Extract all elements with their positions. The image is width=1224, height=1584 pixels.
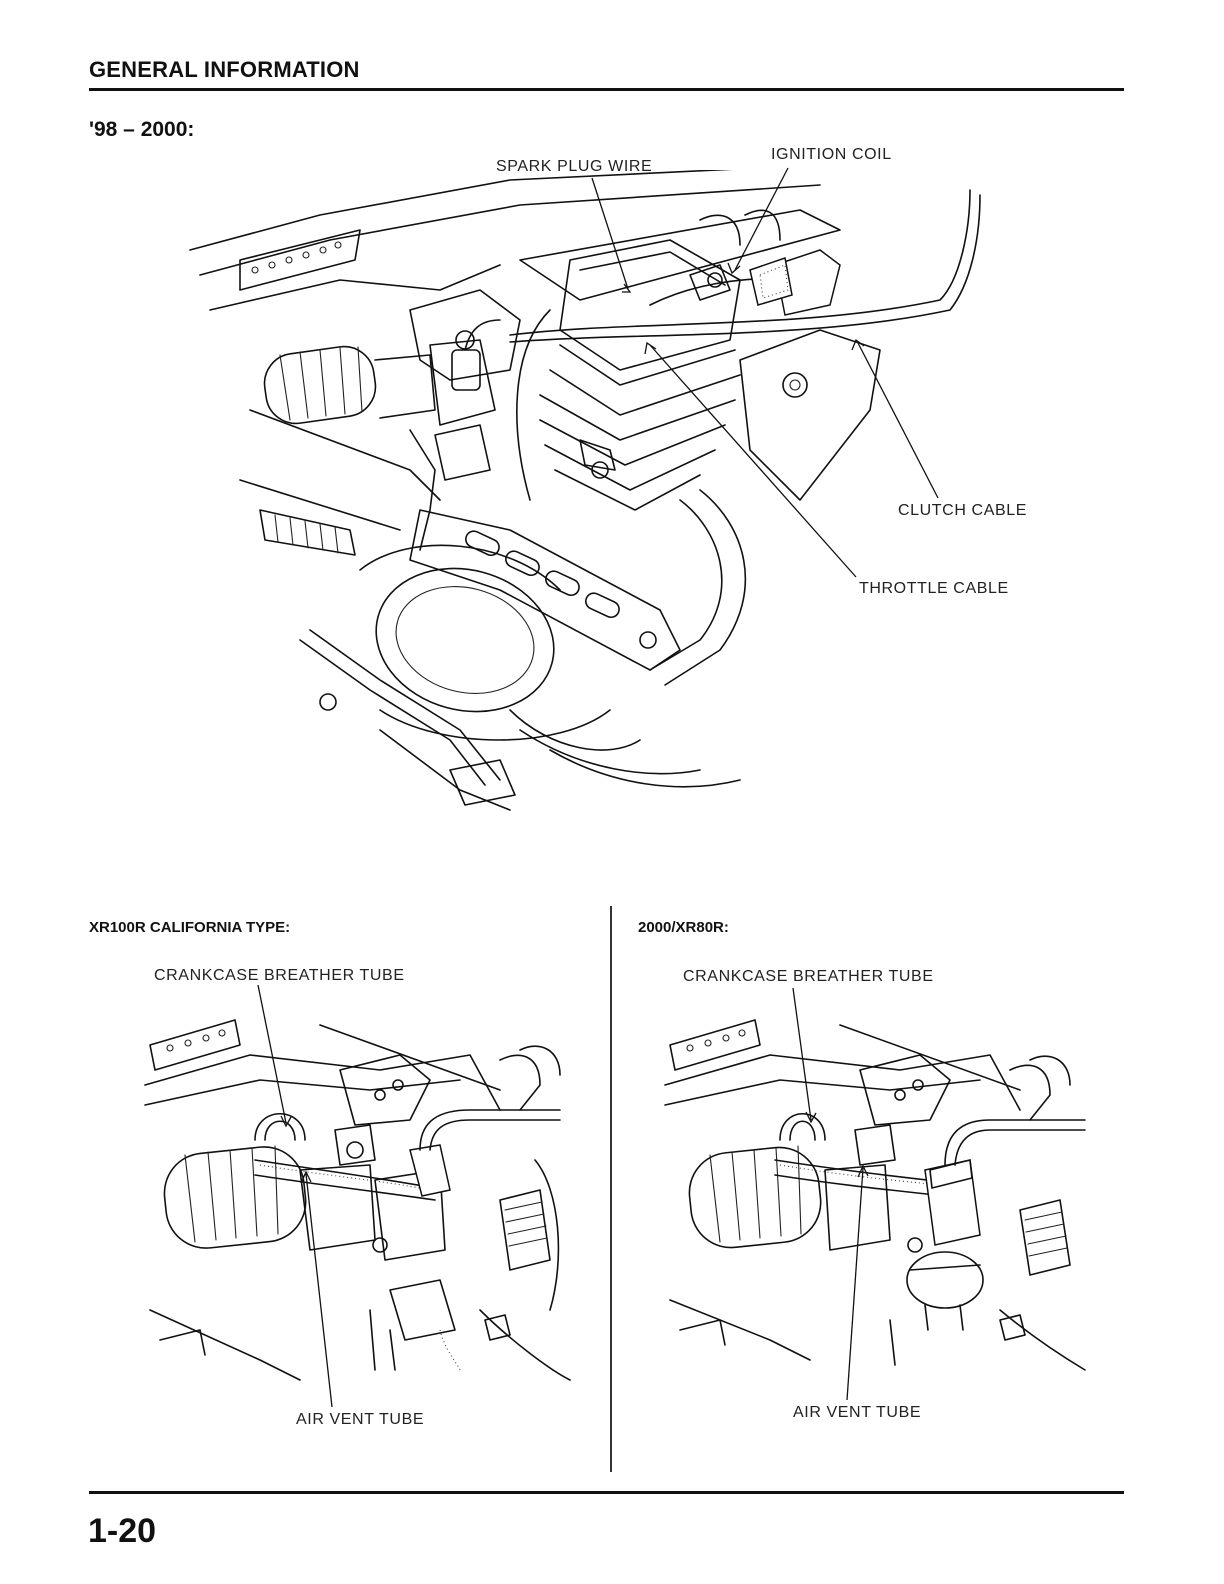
footer-rule	[89, 1491, 1124, 1494]
page-number: 1-20	[88, 1512, 156, 1551]
